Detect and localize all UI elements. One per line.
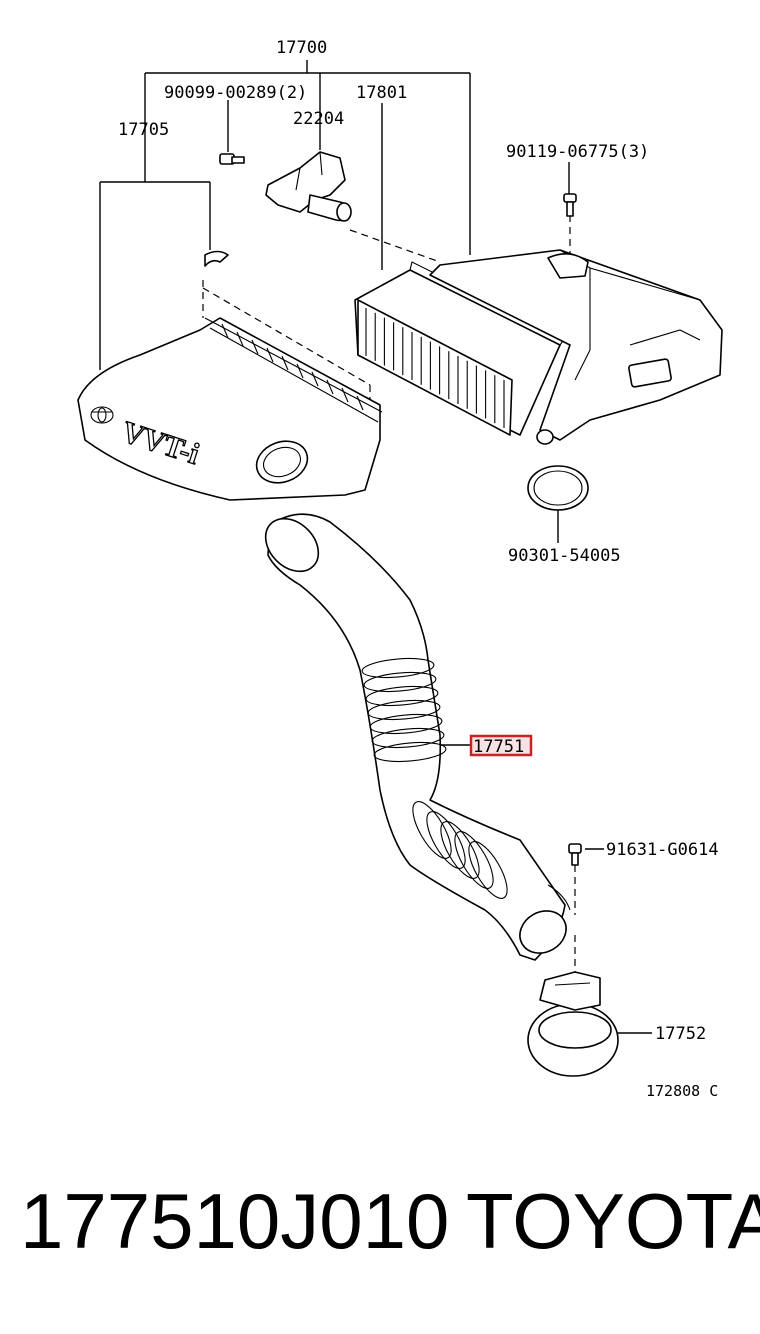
hose-rib [361,657,435,679]
label-90301-54005: 90301-54005 [508,546,621,566]
hose-rib [371,727,445,749]
hose-rib [373,741,447,763]
cap-rib [296,363,304,379]
bolt-case [563,193,577,217]
highlight-box [469,734,533,757]
filter-element [354,261,566,436]
cap-rib [281,355,289,371]
label-17700: 17700 [276,38,327,58]
label-17705: 17705 [118,120,169,140]
footer-part-number: 177510J010 [20,1177,450,1265]
footer-brand: TOYOTA [466,1177,760,1265]
label-17801: 17801 [356,83,407,103]
bolt-maf [219,153,245,165]
gasket-ring [527,465,589,511]
toyota-logo-icon [90,406,114,424]
cap-rib [311,371,319,387]
cap-rib [236,331,244,347]
air-cleaner-cap: VVT-i [77,250,383,501]
cap-rib [221,323,229,339]
cap-rib [326,379,334,395]
hose-rib [365,685,439,707]
label-17751[interactable]: 17751 [473,737,524,757]
label-22204: 22204 [293,109,344,129]
intake-hose [264,513,571,961]
bolt-clamp [568,843,582,866]
maf-sensor [265,151,352,222]
cap-rib [356,395,364,411]
hose-rib [369,713,443,735]
label-91631-G0614: 91631-G0614 [606,840,719,860]
air-cleaner-case [429,249,723,445]
hose-rib [367,699,441,721]
illustration-code: 172808 C [646,1082,718,1100]
label-17752: 17752 [655,1024,706,1044]
hose-clamp [527,971,619,1077]
hose-rib [363,671,437,693]
label-90119-06775: 90119-06775(3) [506,142,649,162]
hose-rib [468,841,508,899]
leader-lines [99,60,652,1034]
hose-rib [454,831,494,889]
cap-rib [266,347,274,363]
cap-rib [251,339,259,355]
label-90099-00289: 90099-00289(2) [164,83,307,103]
cap-rib [341,387,349,403]
callout-labels: 17700 90099-00289(2) 17801 22204 17705 9… [118,38,719,1100]
